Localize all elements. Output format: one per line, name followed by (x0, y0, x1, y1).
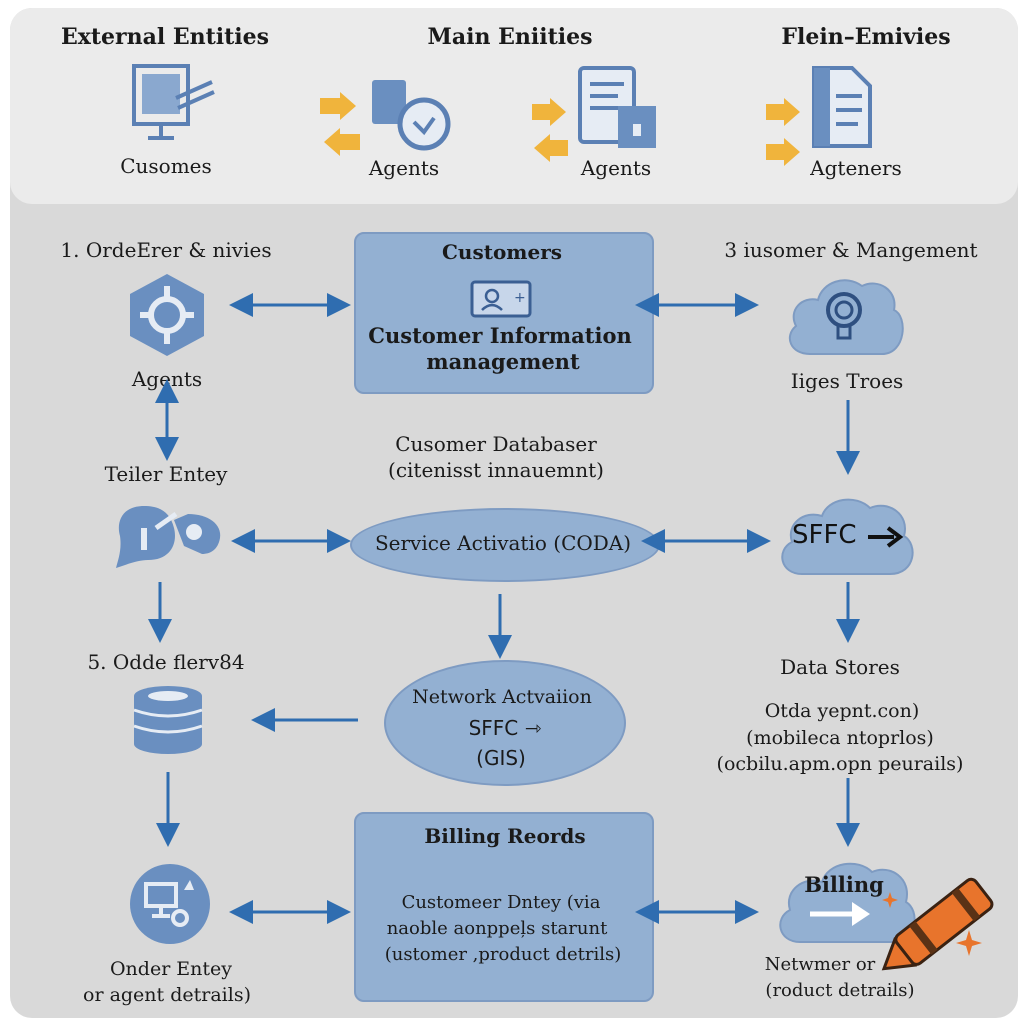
billing-records-box (354, 812, 654, 1002)
customer-db-line2: (citenisst innauemnt) (388, 458, 604, 482)
lightbulb-cloud-icon (788, 279, 904, 355)
network-activation-line3: (GIS) (476, 746, 526, 770)
customers-box-line2: management (426, 349, 580, 374)
section3-title: 3 iusomer & Mangement (724, 238, 978, 262)
computer-settings-icon (130, 864, 210, 944)
billing-records-line3: (ustomer ,product detrils) (384, 944, 622, 965)
swap-arrows-icon (532, 98, 568, 162)
agent-clock-icon (372, 80, 451, 151)
order-entry-line2: or agent detrails) (83, 984, 251, 1006)
teller-entry-title: Teiler Entey (104, 462, 228, 486)
header-item4-label: Agteners (810, 156, 902, 180)
id-card-icon: + (470, 280, 532, 318)
document-icon (812, 66, 872, 148)
header-col2-title: Main Eniities (427, 24, 593, 50)
data-stores-title: Data Stores (780, 655, 900, 679)
billing-cloud-label: Billing (804, 872, 884, 897)
customer-db-line1: Cusomer Databaser (395, 432, 597, 456)
swap-arrows-icon (766, 98, 800, 166)
customers-box-title: Customers (442, 240, 562, 264)
presentation-board-icon (132, 64, 215, 140)
data-stores-line1: Otda yepnt.con) (764, 700, 920, 722)
header-item2-label: Agents (368, 156, 440, 180)
sffc-cloud-icon (781, 498, 914, 575)
sparkle-icon (882, 892, 898, 908)
tablet-document-icon (578, 66, 656, 148)
cloud1-label: Iiges Troes (790, 369, 904, 393)
network-activation-ellipse (384, 660, 626, 786)
data-stores-line3: (ocbilu.apm.opn peurails) (716, 753, 964, 775)
agents-label: Agents (131, 367, 203, 391)
billing-records-line2: naoble aonppeļs starunt (386, 918, 608, 939)
header-col1-title: External Entities (60, 24, 270, 50)
network-activation-line2: SFFC ⇾ (468, 716, 542, 740)
chat-bubbles-icon (116, 506, 221, 568)
database-icon (133, 686, 203, 754)
billing-records-title: Billing Reords (424, 824, 586, 848)
billing-records-line1: Customeer Dntey (via (401, 892, 601, 913)
header-col3-title: Flein–Emivies (781, 24, 951, 50)
section1-title: 1. OrdeErer & nivies (60, 238, 272, 262)
service-activation-label: Service Activatio (CODA) (374, 531, 632, 555)
sffc-label: SFFC (792, 520, 857, 550)
swap-arrows-icon (320, 92, 360, 156)
service-activation-ellipse (350, 508, 660, 582)
header-item3-label: Agents (580, 156, 652, 180)
customers-box-line1: Customer Information (368, 323, 632, 348)
crayon-icon (881, 877, 994, 971)
svg-text:+: + (514, 290, 526, 306)
header-item1-label: Cusomes (120, 154, 212, 178)
arrow-right-icon (868, 526, 904, 548)
bottom-right-line2: (roduct detrails) (765, 980, 915, 1001)
gear-hexagon-icon (130, 274, 204, 356)
network-activation-line1: Network Actvaiion (412, 686, 592, 708)
bottom-right-line1: Netwmer or (764, 954, 876, 975)
data-stores-line2: (mobileca ntoprlos) (746, 727, 934, 749)
section5-title: 5. Odde flerv84 (87, 650, 245, 674)
order-entry-line1: Onder Entey (109, 958, 233, 980)
billing-cloud-icon (779, 862, 916, 943)
sparkle-icon (956, 930, 982, 956)
